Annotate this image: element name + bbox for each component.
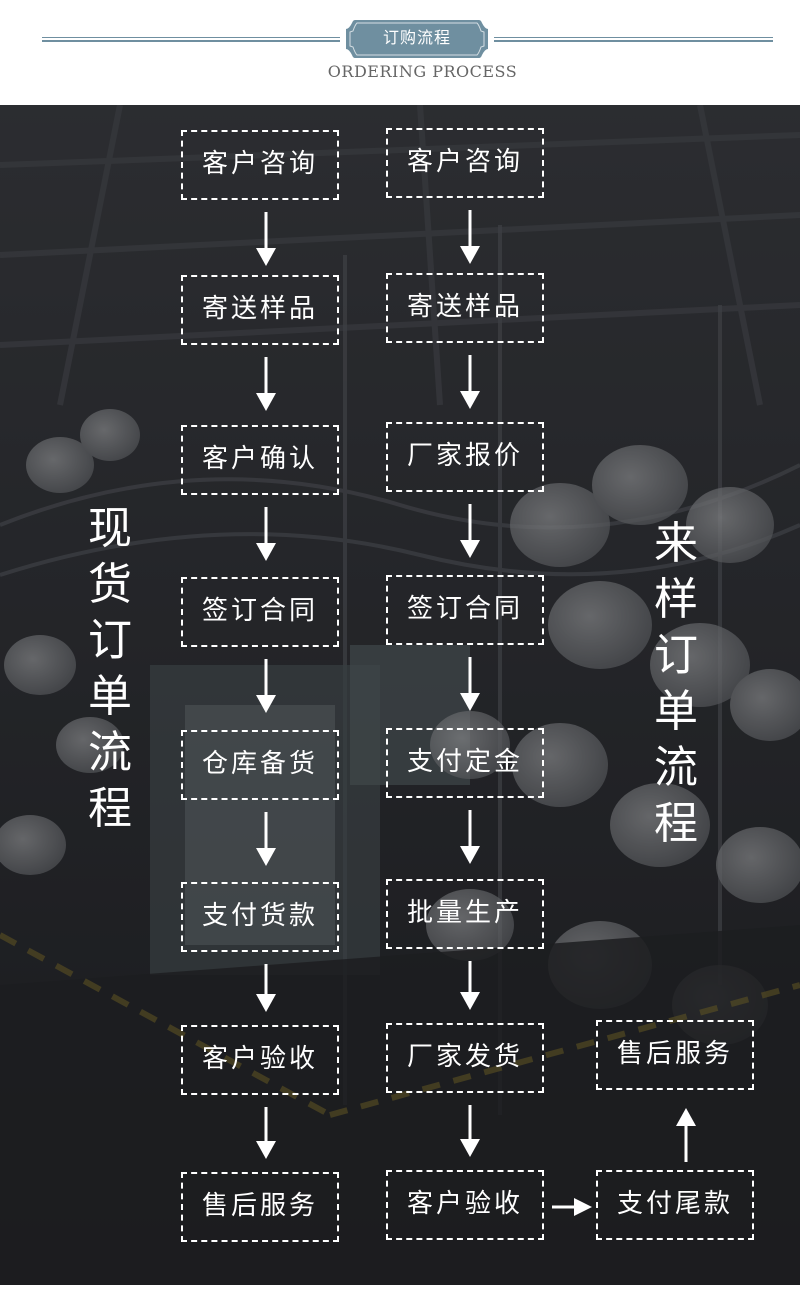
right-step-quote: 厂家报价	[386, 422, 544, 492]
right-title-char: 单	[654, 686, 698, 737]
right-step-consult: 客户咨询	[386, 128, 544, 198]
section-badge-label: 订购流程	[382, 28, 451, 47]
right-title-char: 流	[654, 742, 698, 793]
section-subtitle: ORDERING PROCESS	[327, 62, 518, 81]
left-step-confirm: 客户确认	[181, 425, 339, 495]
left-title-char: 流	[88, 727, 132, 778]
left-step-consult: 客户咨询	[181, 130, 339, 200]
right-step-production: 批量生产	[386, 879, 544, 949]
right-step-samples: 寄送样品	[386, 273, 544, 343]
right-step-inspect: 客户验收	[386, 1170, 544, 1240]
left-step-contract: 签订合同	[181, 577, 339, 647]
left-step-stock: 仓库备货	[181, 730, 339, 800]
left-step-payment: 支付货款	[181, 882, 339, 952]
right-step-contract: 签订合同	[386, 575, 544, 645]
section-badge: 订购流程	[345, 19, 489, 59]
badge-shape	[346, 20, 488, 58]
right-title-char: 订	[654, 630, 698, 681]
left-step-aftersale: 售后服务	[181, 1172, 339, 1242]
right-title-char: 样	[654, 574, 698, 625]
left-step-inspect: 客户验收	[181, 1025, 339, 1095]
right-flow-title: 来 样 订 单 流 程	[646, 516, 706, 852]
right-title-char: 程	[654, 798, 698, 849]
header-rule-left	[42, 37, 340, 42]
left-title-char: 订	[88, 615, 132, 666]
right-step-balance: 支付尾款	[596, 1170, 754, 1240]
footer-strip	[0, 1285, 800, 1299]
left-flow-title: 现 货 订 单 流 程	[80, 501, 140, 837]
left-step-samples: 寄送样品	[181, 275, 339, 345]
right-title-char: 来	[654, 518, 698, 569]
page-header: 订购流程 ORDERING PROCESS	[0, 0, 800, 105]
right-step-deposit: 支付定金	[386, 728, 544, 798]
left-title-char: 单	[88, 671, 132, 722]
header-rule-right	[494, 37, 773, 42]
left-title-char: 现	[88, 503, 132, 554]
right-step-shipping: 厂家发货	[386, 1023, 544, 1093]
left-title-char: 货	[88, 559, 132, 610]
right-step-aftersale: 售后服务	[596, 1020, 754, 1090]
left-title-char: 程	[88, 783, 132, 834]
